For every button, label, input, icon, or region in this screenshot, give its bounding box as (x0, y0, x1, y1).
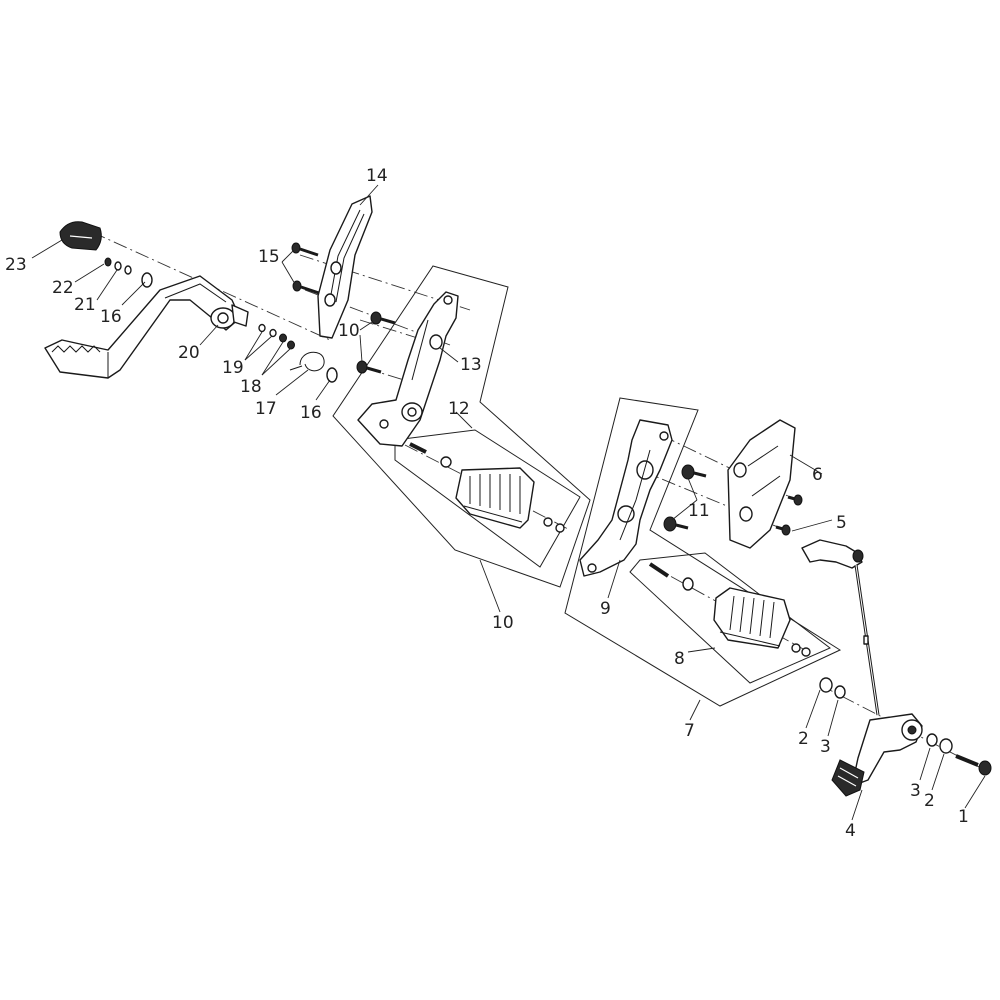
callout-1: 1 (958, 807, 969, 827)
callout-6: 6 (812, 465, 823, 485)
callout-16-a: 16 (100, 307, 122, 327)
callout-2-a: 2 (798, 729, 809, 749)
bolts-10-left-side (663, 464, 707, 532)
callout-8: 8 (674, 649, 685, 669)
callout-13: 13 (460, 355, 482, 375)
group-outline-7 (564, 397, 842, 707)
leader-lines (31, 184, 986, 821)
callout-11: 10 (492, 613, 514, 633)
shift-linkage (801, 539, 880, 716)
return-spring (289, 351, 325, 372)
footrest-bracket-right (357, 291, 459, 447)
callout-15: 15 (258, 247, 280, 267)
bolts-5 (775, 494, 803, 536)
callout-17: 17 (255, 399, 277, 419)
heel-guard-right (317, 195, 373, 339)
heel-guard-left (727, 419, 796, 549)
shift-lever (831, 713, 923, 797)
footpeg-right (409, 442, 565, 533)
group-outline-11 (332, 265, 591, 588)
callout-14: 14 (366, 166, 388, 186)
group-outline-8 (629, 552, 831, 684)
pedal-washers (104, 257, 153, 288)
bolts-10-right-side (356, 311, 396, 374)
bolts-15 (291, 242, 320, 295)
brake-pedal-pad (59, 221, 102, 251)
callout-2-b: 2 (924, 791, 935, 811)
callout-23: 23 (5, 255, 27, 275)
callout-9: 9 (600, 599, 611, 619)
pedal-bolts (258, 323, 295, 350)
brake-pedal (44, 275, 249, 379)
callout-19: 19 (222, 358, 244, 378)
callout-21: 21 (74, 295, 96, 315)
washer-16 (326, 367, 338, 383)
shift-lever-bolt (955, 754, 992, 776)
callout-3-a: 3 (820, 737, 831, 757)
callout-20: 20 (178, 343, 200, 363)
footpeg-left (648, 562, 811, 657)
callout-12: 12 (448, 399, 470, 419)
footrest-bracket-left (579, 419, 673, 577)
callout-22: 22 (52, 278, 74, 298)
callout-5: 5 (836, 513, 847, 533)
callout-18: 18 (240, 377, 262, 397)
callout-10-a: 10 (338, 321, 360, 341)
callout-3-b: 3 (910, 781, 921, 801)
callout-4: 4 (845, 821, 856, 841)
lever-washers (819, 677, 953, 754)
callout-10-b: 11 (688, 501, 710, 521)
callout-16-b: 16 (300, 403, 322, 423)
callout-7: 7 (684, 721, 695, 741)
callout-labels: 23 22 21 16 20 19 18 17 16 14 15 10 13 1… (5, 166, 969, 841)
